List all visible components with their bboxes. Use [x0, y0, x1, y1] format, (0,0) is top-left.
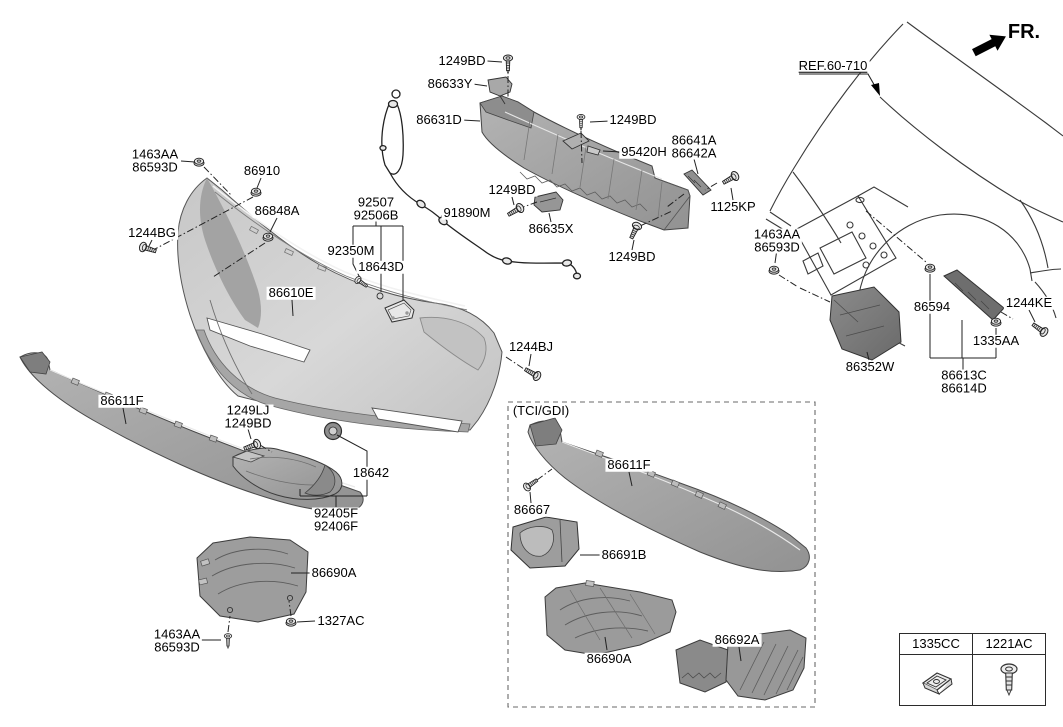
quarter-side-cover	[829, 286, 902, 361]
quarter-panel-outline	[765, 21, 1063, 347]
bumper-rail-assembly	[479, 76, 712, 231]
fastener-legend-table: 1335CC 1221AC	[899, 633, 1046, 706]
reflector-lamp	[231, 447, 343, 500]
wiring-harness	[379, 89, 582, 280]
legend-code: 1221AC	[973, 634, 1045, 655]
legend-column: 1221AC	[972, 634, 1045, 705]
rear-bumper-cover	[177, 177, 503, 433]
legend-code: 1335CC	[900, 634, 972, 655]
bracket-lines	[122, 60, 1036, 662]
side-mounting-strip	[943, 269, 1005, 321]
leader-lines	[154, 76, 1014, 633]
bumper-grommet	[323, 421, 343, 441]
tci-gdi-variant-box	[507, 401, 816, 708]
ref-leader-arrow	[799, 73, 880, 96]
license-lamp-assembly	[376, 292, 415, 323]
clip-nut-icon	[921, 672, 953, 695]
fr-direction-arrow-icon	[972, 34, 1006, 57]
screw-icon	[1000, 663, 1018, 697]
under-cover-left	[196, 536, 309, 623]
legend-column: 1335CC	[900, 634, 972, 705]
